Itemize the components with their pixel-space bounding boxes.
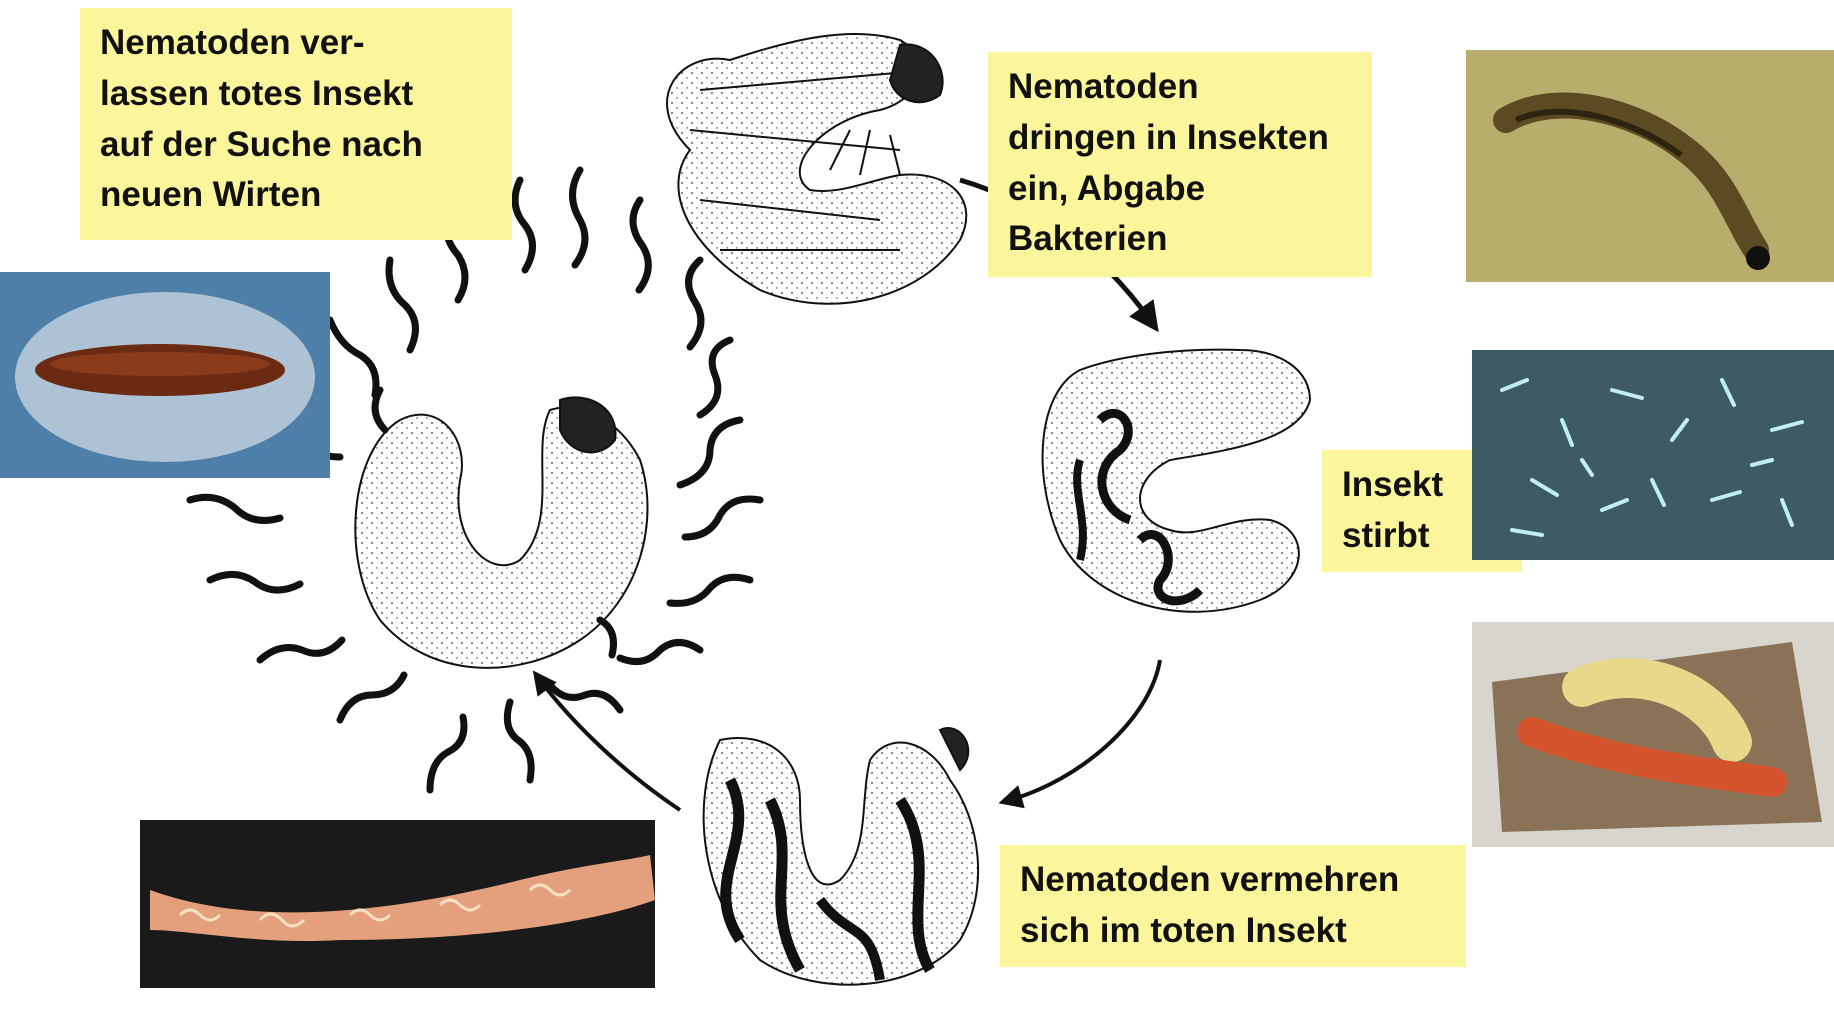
larva-in-web-photo (0, 272, 330, 478)
larva-bottom-drawing (704, 728, 978, 985)
nematode-micrograph-photo (1466, 50, 1834, 282)
emerging-nematodes (190, 170, 760, 790)
infected-larvae-photo (1472, 622, 1834, 847)
label-nematodes-leave-insect: Nematoden ver- lassen totes Insekt auf d… (80, 8, 512, 240)
label-nematodes-penetrate-insect: Nematoden dringen in Insekten ein, Abgab… (988, 52, 1372, 277)
larva-left-drawing (355, 397, 647, 667)
label-nematodes-reproduce: Nematoden vermehren sich im toten Insekt (1000, 845, 1466, 967)
larva-right-drawing (1043, 350, 1310, 612)
larva-top-drawing (667, 34, 966, 304)
nematodes-in-larva-photo (140, 820, 655, 988)
bacteria-micrograph-photo (1472, 350, 1834, 560)
